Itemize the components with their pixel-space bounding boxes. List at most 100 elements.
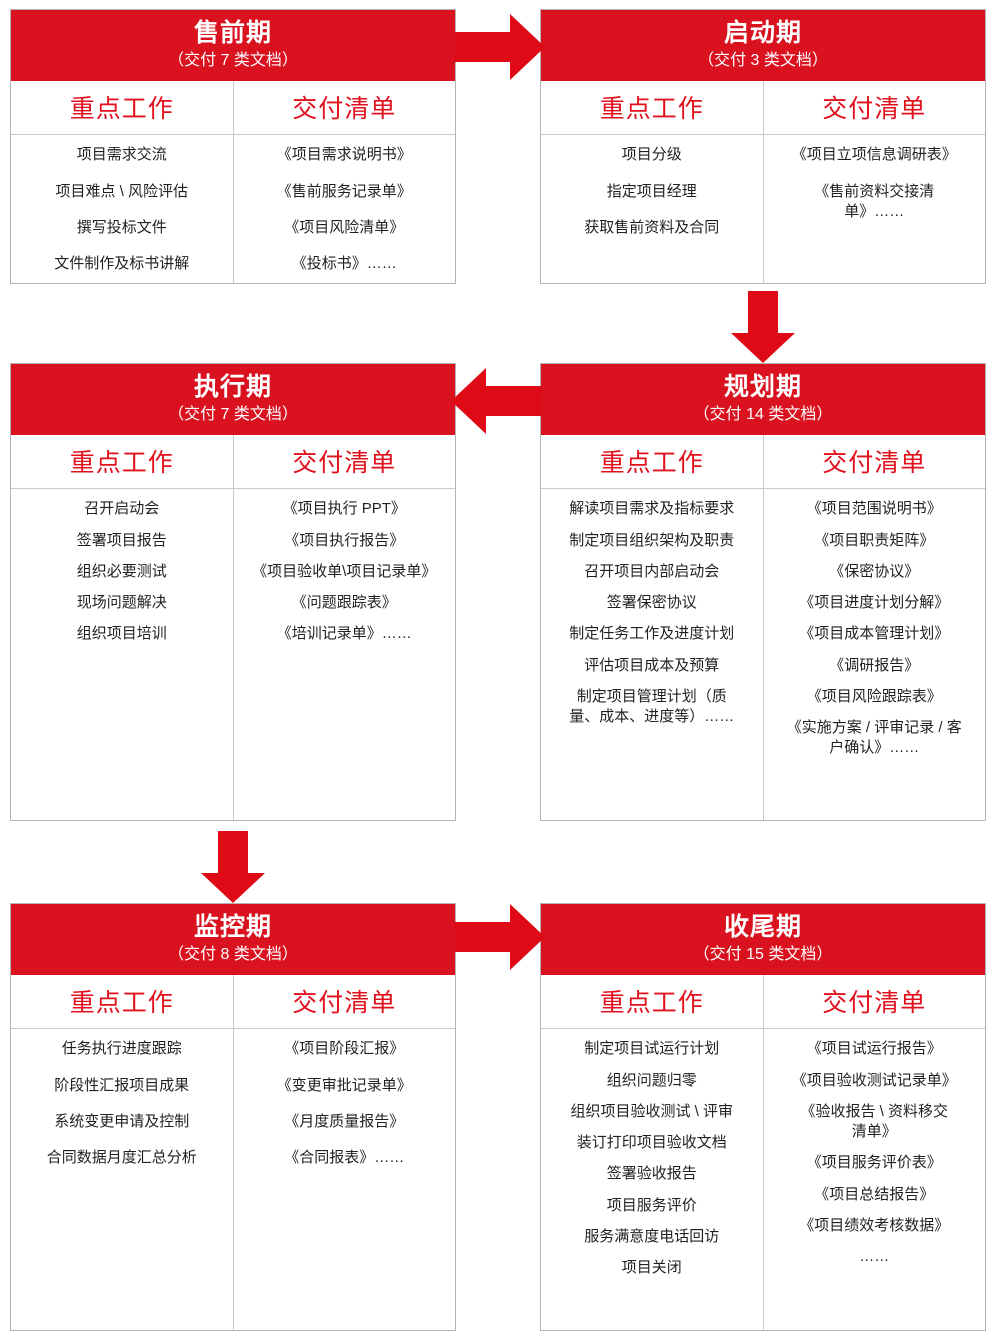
list-item: 签署验收报告: [606, 1165, 697, 1183]
list-item: 制定项目管理计划（质量、成本、进度等）……: [569, 687, 735, 726]
card-presales[interactable]: 售前期 （交付 7 类文档） 重点工作 交付清单 项目需求交流 项目难点 \ 风…: [10, 9, 456, 284]
list-item: 《项目执行 PPT》: [282, 500, 406, 518]
card-body: 重点工作 交付清单 项目分级 指定项目经理 获取售前资料及合同 《项目立项信息调…: [541, 81, 985, 283]
column-contents: 项目分级 指定项目经理 获取售前资料及合同 《项目立项信息调研表》 《售前资料交…: [541, 135, 985, 283]
key-work-list: 项目分级 指定项目经理 获取售前资料及合同: [541, 135, 764, 283]
card-initiation[interactable]: 启动期 （交付 3 类文档） 重点工作 交付清单 项目分级 指定项目经理 获取售…: [540, 9, 986, 284]
deliverables-list: 《项目范围说明书》 《项目职责矩阵》 《保密协议》 《项目进度计划分解》 《项目…: [764, 489, 986, 820]
arrow-right-icon: [455, 14, 545, 80]
list-item: 阶段性汇报项目成果: [54, 1076, 190, 1094]
list-item: 《保密协议》: [829, 562, 920, 580]
card-subtitle: （交付 15 类文档）: [693, 945, 833, 963]
card-body: 重点工作 交付清单 制定项目试运行计划 组织问题归零 组织项目验收测试 \ 评审…: [541, 975, 985, 1330]
list-item: 《调研报告》: [829, 656, 920, 674]
card-subtitle: （交付 3 类文档）: [698, 51, 828, 69]
list-item: 装订打印项目验收文档: [576, 1134, 727, 1152]
key-work-list: 任务执行进度跟踪 阶段性汇报项目成果 系统变更申请及控制 合同数据月度汇总分析: [11, 1029, 234, 1330]
card-subtitle: （交付 8 类文档）: [168, 945, 298, 963]
list-item: 《项目风险跟踪表》: [806, 687, 942, 705]
column-headers: 重点工作 交付清单: [11, 81, 455, 136]
list-item: 《项目阶段汇报》: [284, 1040, 405, 1058]
column-headers: 重点工作 交付清单: [541, 975, 985, 1030]
card-header-initiation: 启动期 （交付 3 类文档）: [541, 10, 985, 82]
list-item: 项目难点 \ 风险评估: [55, 182, 188, 200]
column-header-key-work: 重点工作: [541, 81, 764, 135]
list-item: 任务执行进度跟踪: [61, 1040, 182, 1058]
card-monitoring[interactable]: 监控期 （交付 8 类文档） 重点工作 交付清单 任务执行进度跟踪 阶段性汇报项…: [10, 903, 456, 1331]
list-item: 召开项目内部启动会: [584, 562, 720, 580]
column-contents: 项目需求交流 项目难点 \ 风险评估 撰写投标文件 文件制作及标书讲解 《项目需…: [11, 135, 455, 283]
list-item: 《月度质量报告》: [284, 1112, 405, 1130]
card-body: 重点工作 交付清单 召开启动会 签署项目报告 组织必要测试 现场问题解决 组织项…: [11, 435, 455, 820]
list-item: 制定项目试运行计划: [584, 1040, 720, 1058]
list-item: 召开启动会: [84, 500, 160, 518]
list-item: 《售前服务记录单》: [276, 182, 412, 200]
card-title: 收尾期: [723, 913, 802, 941]
card-body: 重点工作 交付清单 任务执行进度跟踪 阶段性汇报项目成果 系统变更申请及控制 合…: [11, 975, 455, 1330]
list-item: 《问题跟踪表》: [291, 594, 397, 612]
list-item: 《项目进度计划分解》: [799, 594, 950, 612]
card-header-planning: 规划期 （交付 14 类文档）: [541, 364, 985, 436]
column-header-key-work: 重点工作: [541, 435, 764, 489]
column-contents: 召开启动会 签署项目报告 组织必要测试 现场问题解决 组织项目培训 《项目执行 …: [11, 489, 455, 820]
list-item: 组织项目培训: [76, 625, 167, 643]
key-work-list: 制定项目试运行计划 组织问题归零 组织项目验收测试 \ 评审 装订打印项目验收文…: [541, 1029, 764, 1330]
column-headers: 重点工作 交付清单: [541, 81, 985, 136]
column-header-deliverables: 交付清单: [822, 989, 927, 1018]
key-work-list: 项目需求交流 项目难点 \ 风险评估 撰写投标文件 文件制作及标书讲解: [11, 135, 234, 283]
card-execution[interactable]: 执行期 （交付 7 类文档） 重点工作 交付清单 召开启动会 签署项目报告 组织…: [10, 363, 456, 821]
card-title: 启动期: [723, 19, 802, 47]
deliverables-list: 《项目执行 PPT》 《项目执行报告》 《项目验收单\项目记录单》 《问题跟踪表…: [234, 489, 456, 820]
list-item: 《售前资料交接清单》……: [814, 182, 935, 220]
list-item: 《项目立项信息调研表》: [791, 146, 957, 164]
column-contents: 制定项目试运行计划 组织问题归零 组织项目验收测试 \ 评审 装订打印项目验收文…: [541, 1029, 985, 1330]
list-item: 《实施方案 / 评审记录 / 客户确认》……: [786, 719, 962, 757]
card-subtitle: （交付 7 类文档）: [168, 51, 298, 69]
list-item: 《项目服务评价表》: [806, 1154, 942, 1172]
list-item: 《项目风险清单》: [284, 218, 405, 236]
list-item: 《项目绩效考核数据》: [799, 1216, 950, 1234]
card-planning[interactable]: 规划期 （交付 14 类文档） 重点工作 交付清单 解读项目需求及指标要求 制定…: [540, 363, 986, 821]
deliverables-list: 《项目需求说明书》 《售前服务记录单》 《项目风险清单》 《投标书》……: [234, 135, 456, 283]
list-item: 《项目范围说明书》: [806, 500, 942, 518]
card-title: 售前期: [193, 19, 272, 47]
list-item: 系统变更申请及控制: [54, 1112, 190, 1130]
arrow-left-icon: [451, 368, 541, 434]
card-title: 执行期: [193, 373, 272, 401]
column-header-key-work: 重点工作: [11, 975, 234, 1029]
card-body: 重点工作 交付清单 项目需求交流 项目难点 \ 风险评估 撰写投标文件 文件制作…: [11, 81, 455, 283]
list-item: 合同数据月度汇总分析: [46, 1149, 197, 1167]
column-header-deliverables: 交付清单: [292, 989, 397, 1018]
list-item: 签署项目报告: [76, 531, 167, 549]
list-item: 《项目职责矩阵》: [814, 531, 935, 549]
arrow-right-icon: [455, 904, 545, 970]
list-item: 指定项目经理: [606, 182, 697, 200]
list-item: 项目分级: [621, 146, 682, 164]
list-item: 组织必要测试: [76, 562, 167, 580]
card-header-monitoring: 监控期 （交付 8 类文档）: [11, 904, 455, 976]
column-header-deliverables: 交付清单: [822, 95, 927, 124]
list-item: 《投标书》……: [291, 255, 397, 273]
list-item: 《培训记录单》……: [276, 625, 412, 643]
list-item: 撰写投标文件: [76, 218, 167, 236]
column-header-deliverables: 交付清单: [292, 95, 397, 124]
column-header-key-work: 重点工作: [541, 975, 764, 1029]
list-item: 《项目验收单\项目记录单》: [252, 562, 437, 580]
list-item: 评估项目成本及预算: [584, 656, 720, 674]
list-item: 《验收报告 \ 资料移交清单》: [800, 1102, 948, 1141]
card-closing[interactable]: 收尾期 （交付 15 类文档） 重点工作 交付清单 制定项目试运行计划 组织问题…: [540, 903, 986, 1331]
list-item: 签署保密协议: [606, 594, 697, 612]
list-item: 《项目需求说明书》: [276, 146, 412, 164]
deliverables-list: 《项目试运行报告》 《项目验收测试记录单》 《验收报告 \ 资料移交清单》 《项…: [764, 1029, 986, 1330]
list-item: 获取售前资料及合同: [584, 218, 720, 236]
list-item: 文件制作及标书讲解: [54, 255, 190, 273]
card-subtitle: （交付 7 类文档）: [168, 405, 298, 423]
column-header-key-work: 重点工作: [11, 435, 234, 489]
list-item: 项目服务评价: [606, 1196, 697, 1214]
list-item: 制定任务工作及进度计划: [569, 625, 735, 643]
card-header-execution: 执行期 （交付 7 类文档）: [11, 364, 455, 436]
column-contents: 解读项目需求及指标要求 制定项目组织架构及职责 召开项目内部启动会 签署保密协议…: [541, 489, 985, 820]
column-header-deliverables: 交付清单: [292, 449, 397, 478]
arrow-down-icon: [731, 291, 795, 363]
